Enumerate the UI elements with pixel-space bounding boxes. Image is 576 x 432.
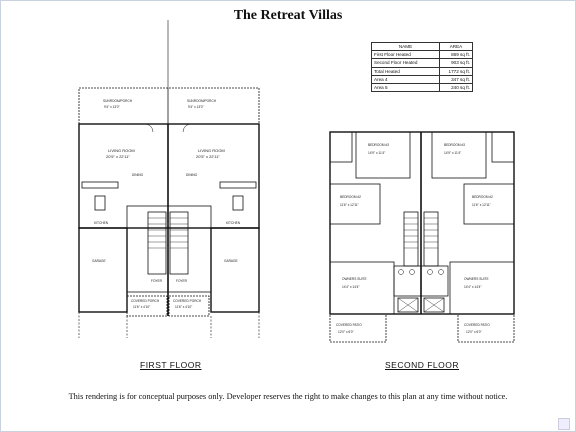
label-bedroom2-left-dim: 11'6" x 12'11" [340,203,359,207]
label-living-left: LIVING ROOM [108,148,135,153]
label-covered-porch-left-dim: 11'6" x 4'10" [133,305,150,309]
second-floor-plan [329,131,515,343]
label-living-right-dim: 20'5" x 22'11" [196,154,220,159]
label-kitchen-right: KITCHEN [226,221,241,225]
label-covered-patio-right: COVERED PATIO [464,323,490,327]
label-covered-patio-left-dim: 12'0" x 6'0" [338,330,354,334]
label-owners-suite-left-dim: 14'4" x 14'4" [342,285,359,289]
label-sunroom-left-dim: 9'4" x 13'0" [104,105,120,109]
label-living-right: LIVING ROOM [198,148,225,153]
label-kitchen-left: KITCHEN [94,221,109,225]
table-row: Area 5 240 sq ft. [371,82,473,93]
label-covered-porch-right: COVERED PORCH [173,299,202,303]
label-foyer-left: FOYER [151,279,163,283]
label-sunroom-right: SUNROOM/PORCH [187,99,217,103]
label-bedroom2-right: BEDROOM #2 [472,195,493,199]
label-owners-suite-left: OWNERS SUITE [342,277,367,281]
label-sunroom-left: SUNROOM/PORCH [103,99,133,103]
second-floor-label: SECOND FLOOR [385,360,460,370]
label-bedroom3-right-dim: 14'9" x 11'4" [444,151,461,155]
area-table: NAME AREA First Floor Heated 869 sq ft. … [371,41,473,93]
label-foyer-right: FOYER [176,279,188,283]
label-sunroom-right-dim: 9'4" x 13'0" [188,105,204,109]
area-value: 240 sq ft. [439,82,473,93]
page-title: The Retreat Villas [233,8,343,23]
label-dining-left: DINING [132,173,144,177]
label-garage-left: GARAGE [92,259,106,263]
label-bedroom3-left-dim: 14'9" x 11'4" [368,151,385,155]
label-bedroom2-right-dim: 11'6" x 12'11" [472,203,491,207]
label-covered-porch-left: COVERED PORCH [131,299,160,303]
label-bedroom2-left: BEDROOM #2 [340,195,361,199]
label-bedroom3-left: BEDROOM #3 [368,143,389,147]
disclaimer-text: This rendering is for conceptual purpose… [68,392,508,401]
resize-grip-icon[interactable] [558,418,570,430]
label-dining-right: DINING [186,173,198,177]
label-living-left-dim: 20'5" x 22'11" [106,154,130,159]
label-owners-suite-right: OWNERS SUITE [464,277,489,281]
label-covered-patio-right-dim: 12'0" x 6'0" [466,330,482,334]
label-covered-porch-right-dim: 11'6" x 4'10" [175,305,192,309]
label-owners-suite-right-dim: 14'4" x 14'4" [464,285,481,289]
label-bedroom3-right: BEDROOM #3 [444,143,465,147]
label-covered-patio-left: COVERED PATIO [336,323,362,327]
first-floor-label: FIRST FLOOR [140,360,202,370]
first-floor-plan [78,20,260,338]
label-garage-right: GARAGE [224,259,238,263]
